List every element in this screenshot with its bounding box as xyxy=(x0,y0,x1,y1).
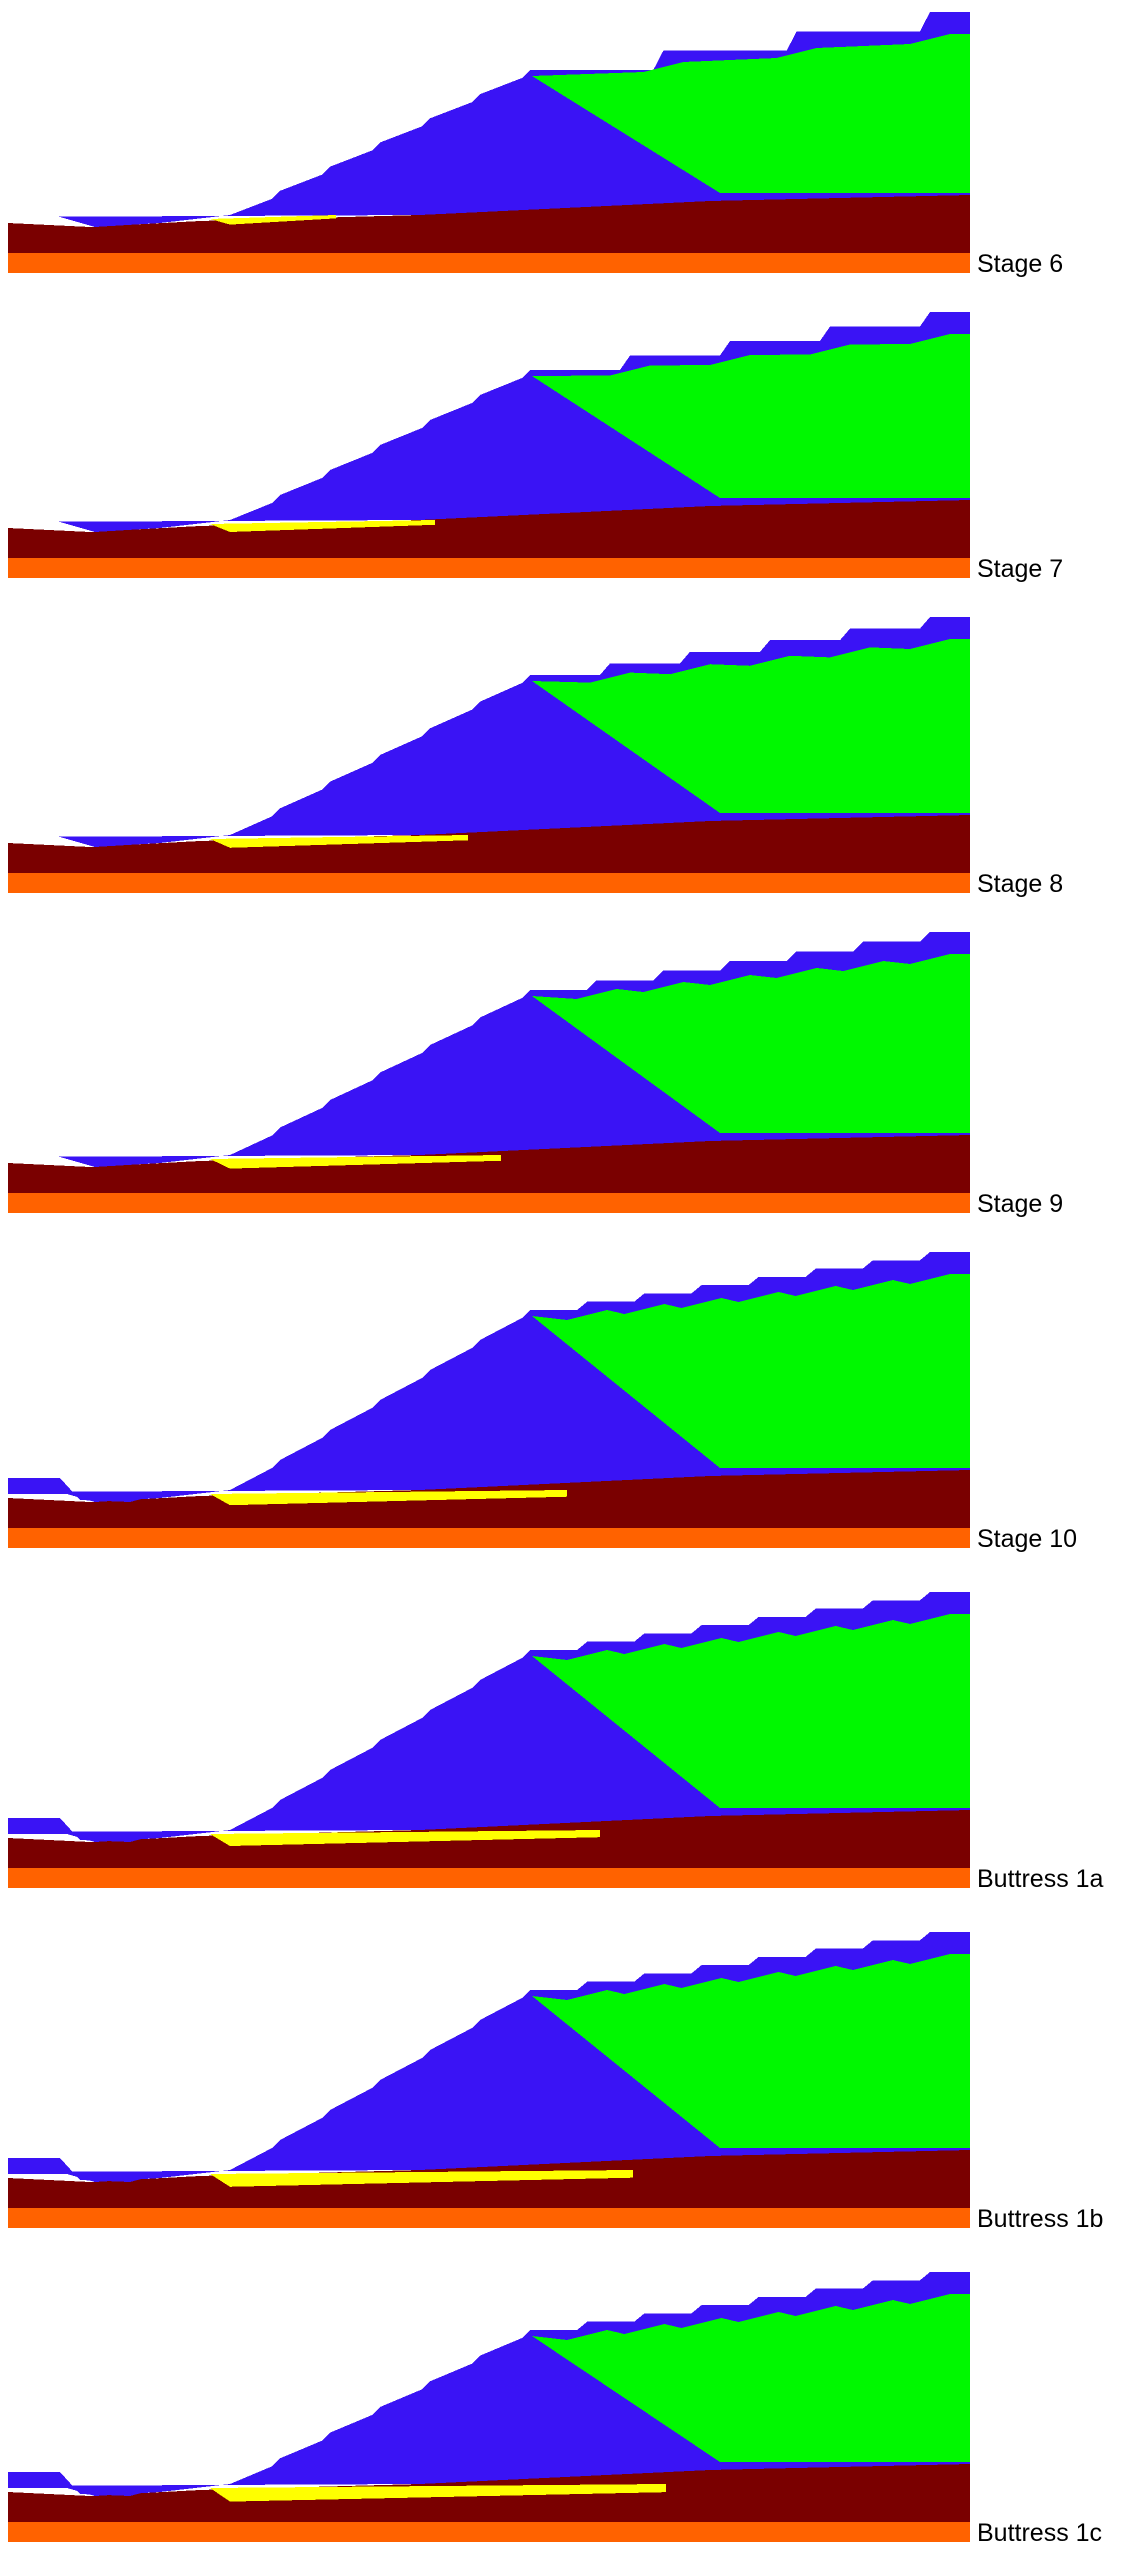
base-layer xyxy=(8,2208,970,2228)
dam-cross-section-buttress-1a xyxy=(8,1592,970,1888)
panel-buttress-1b: Buttress 1b xyxy=(0,1920,1130,2240)
downstream-berm xyxy=(8,1478,160,1502)
downstream-berm xyxy=(8,1818,160,1842)
tailings-fill xyxy=(532,334,970,498)
dam-cross-section-stage-10 xyxy=(8,1252,970,1548)
tailings-fill xyxy=(532,639,970,813)
tailings-fill xyxy=(532,34,970,193)
panel-label: Stage 7 xyxy=(977,555,1064,583)
base-layer xyxy=(8,1193,970,1213)
dam-cross-section-stage-6 xyxy=(8,12,970,273)
panel-stage-10: Stage 10 xyxy=(0,1240,1130,1560)
foundation-layer xyxy=(8,1470,970,1528)
base-layer xyxy=(8,1528,970,1548)
downstream-berm xyxy=(8,2158,160,2182)
dam-cross-section-stage-8 xyxy=(8,617,970,893)
base-layer xyxy=(8,1868,970,1888)
dam-cross-section-buttress-1b xyxy=(8,1932,970,2228)
panel-label: Buttress 1c xyxy=(977,2519,1103,2547)
panel-buttress-1c: Buttress 1c xyxy=(0,2260,1130,2554)
foundation-layer xyxy=(8,195,970,253)
dam-cross-section-stage-7 xyxy=(8,312,970,578)
liquefied-zone xyxy=(210,1830,600,1846)
panel-label: Buttress 1a xyxy=(977,1865,1104,1893)
liquefied-zone xyxy=(210,215,336,225)
liquefied-zone xyxy=(210,1155,501,1169)
panel-stage-7: Stage 7 xyxy=(0,300,1130,590)
foundation-layer xyxy=(8,500,970,558)
tailings-fill xyxy=(532,1274,970,1468)
tailings-fill xyxy=(532,954,970,1133)
base-layer xyxy=(8,253,970,273)
liquefied-zone xyxy=(210,1490,567,1506)
base-layer xyxy=(8,2522,970,2542)
panel-stage-8: Stage 8 xyxy=(0,605,1130,905)
tailings-fill xyxy=(532,2294,970,2462)
panel-label: Buttress 1b xyxy=(977,2205,1104,2233)
tailings-fill xyxy=(532,1614,970,1808)
dam-cross-section-buttress-1c xyxy=(8,2272,970,2542)
liquefied-zone xyxy=(210,2484,666,2502)
foundation-layer xyxy=(8,1135,970,1193)
tailings-fill xyxy=(532,1954,970,2148)
dam-cross-section-stage-9 xyxy=(8,932,970,1213)
liquefied-zone xyxy=(210,520,435,532)
downstream-berm xyxy=(8,2472,160,2496)
liquefied-zone xyxy=(210,2170,633,2187)
base-layer xyxy=(8,558,970,578)
panel-label: Stage 9 xyxy=(977,1190,1064,1218)
liquefied-zone xyxy=(210,835,468,848)
panel-stage-9: Stage 9 xyxy=(0,920,1130,1225)
panel-label: Stage 10 xyxy=(977,1525,1078,1553)
panel-label: Stage 6 xyxy=(977,250,1064,278)
panel-buttress-1a: Buttress 1a xyxy=(0,1580,1130,1900)
foundation-layer xyxy=(8,815,970,873)
panel-stage-6: Stage 6 xyxy=(0,0,1130,285)
panel-label: Stage 8 xyxy=(977,870,1064,898)
base-layer xyxy=(8,873,970,893)
